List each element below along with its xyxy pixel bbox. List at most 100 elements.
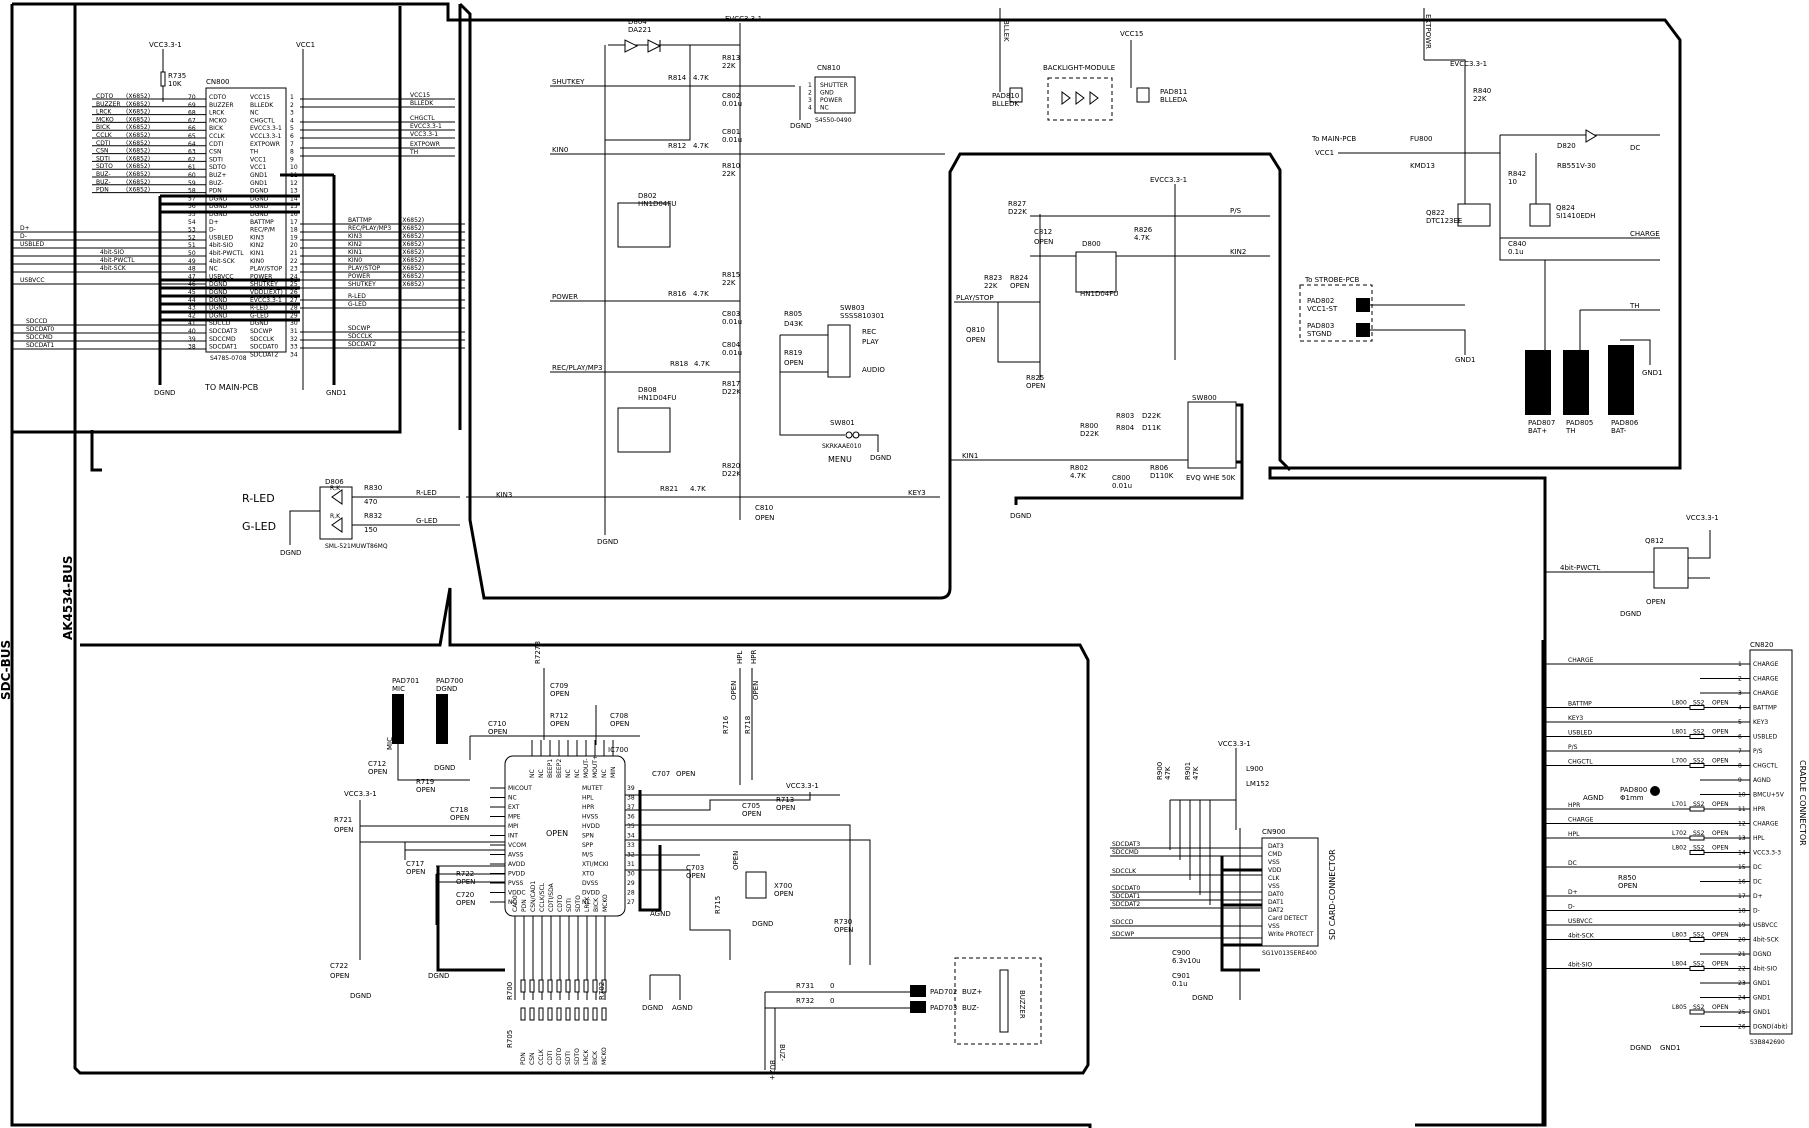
cn800-pin-left: BUZ+	[209, 172, 227, 179]
cn800-pin-left: NC	[209, 266, 218, 273]
cn800-sd-net: SDCDAT0	[26, 326, 54, 333]
cn800-pin-num-right: 17	[290, 219, 298, 226]
pad802-ref: PAD802	[1307, 297, 1334, 305]
cn800-pin-left: CSN	[209, 149, 222, 156]
kin1-net: KIN1	[962, 452, 978, 460]
d802-ref: D802	[638, 192, 657, 200]
cn820-net: BATTMP	[1568, 701, 1592, 708]
pad806-name: BAT-	[1611, 427, 1627, 435]
cn800-net-left-2: D+	[20, 225, 30, 232]
cn800-pin-right: VCC1	[250, 164, 266, 171]
cn810-pin-num: 1	[808, 82, 812, 89]
gnd1-battery: GND1	[1642, 369, 1663, 377]
cn900-ref: CN900	[1262, 828, 1286, 836]
cn810-pin: NC	[820, 105, 829, 112]
sw800-ref: SW800	[1192, 394, 1217, 402]
cn800-net-right-2: PLAY/STOP	[348, 265, 381, 272]
cn800-pin-left: SDCCD	[209, 320, 231, 327]
cn800-net-right-2: KIN0	[348, 257, 362, 264]
cn800-pin-right: KIN3	[250, 234, 264, 241]
cn820-pin: USBVCC	[1753, 922, 1778, 929]
r820-val: D22K	[722, 470, 741, 478]
xbus-tag: (X6852)	[126, 163, 150, 170]
cn820-pin: KEY3	[1753, 719, 1768, 726]
ic700-pin-bottom: MCKO	[602, 894, 609, 912]
inductor-val: OPEN	[1712, 845, 1729, 852]
cn800-pin-num-right: 13	[290, 188, 298, 195]
d820-part: RB551V-30	[1557, 162, 1596, 170]
r825-ref: R825	[1026, 374, 1044, 382]
ic700-pin-left: MPE	[508, 814, 521, 821]
xbus-tag: (X6852)	[126, 155, 150, 162]
cn820-pin: 4bit-SCK	[1753, 937, 1780, 944]
dgnd-led: DGND	[280, 549, 301, 557]
cn800-pin-left: DGND	[209, 305, 228, 312]
cn820-net: CHARGE	[1568, 657, 1594, 664]
playstop-net: PLAY/STOP	[956, 294, 994, 302]
cn800-net-left-2: D-	[20, 233, 27, 240]
cn820-pin: AGND	[1753, 777, 1771, 784]
c712-ref: C712	[368, 760, 386, 768]
ic700-pin-right: DVSS	[582, 880, 598, 887]
cn820-pin: CHARGE	[1753, 690, 1779, 697]
xbus-tag: (X6852)	[126, 132, 150, 139]
buzp-net: BUZ+	[768, 1060, 776, 1081]
cn800-to-main: TO MAIN-PCB	[204, 383, 258, 392]
resistor	[1689, 835, 1705, 841]
cn800-pin-right: SDCDAT0	[250, 344, 278, 351]
ic700-pin-bottom: CDTI/SDA	[548, 882, 555, 912]
r840-val: 22K	[1473, 95, 1487, 103]
cn800-pin-num-right: 34	[290, 351, 298, 358]
r813-ref: R813	[722, 54, 740, 62]
strobe-label: To STROBE-PCB	[1304, 276, 1360, 284]
vcc15-label: VCC15	[1120, 30, 1143, 38]
r731-ref: R731	[796, 982, 814, 990]
r823-ref: R823	[984, 274, 1002, 282]
r-led-label: R-LED	[242, 492, 275, 505]
cn800-pin-num-right: 33	[290, 344, 298, 351]
agnd-codec: AGND	[650, 910, 671, 918]
cn800-pin-left: D+	[209, 219, 219, 226]
cn820-pin: HPR	[1753, 806, 1765, 813]
cn800-pin-left: USBLED	[209, 234, 233, 241]
cn800-pin-num-left: 56	[188, 203, 196, 210]
ic700-pin-left: PVSS	[508, 880, 524, 887]
vcc-codec: VCC3.3-1	[344, 790, 377, 798]
cn800-pin-left: SDCDAT3	[209, 328, 237, 335]
r732-ref: R732	[796, 997, 814, 1005]
r826-ref: R826	[1134, 226, 1153, 234]
ak4534-bus-label: AK4534-BUS	[61, 556, 75, 641]
r719-ref: R719	[416, 778, 434, 786]
cn810-pin: POWER	[820, 97, 842, 104]
cn820-pin: VCC3.3-3	[1753, 850, 1781, 857]
cn800-pin-num-left: 61	[188, 164, 196, 171]
cn800-pin-num-left: 66	[188, 125, 196, 132]
cn800-net-left-2: USBLED	[20, 241, 44, 248]
inductor-part: SS2	[1693, 932, 1705, 939]
r732-val: 0	[830, 997, 834, 1005]
cn820-pin: GND1	[1753, 980, 1771, 987]
cn810-ref: CN810	[817, 64, 841, 72]
charge-net: CHARGE	[1630, 230, 1660, 238]
inductor-ref: L803	[1672, 932, 1687, 939]
cn800-pin-num-left: 41	[188, 320, 196, 327]
r821-val: 4.7K	[690, 485, 706, 493]
buzp-label: BUZ+	[962, 988, 983, 996]
resistor	[547, 1007, 553, 1021]
c801-val: 0.01u	[722, 136, 742, 144]
cn820-pin: DC	[1753, 879, 1762, 886]
r700-ref: R700	[506, 982, 514, 1000]
cn800-pin-left: DGND	[209, 203, 228, 210]
cn800-pin-num-left: 45	[188, 289, 196, 296]
cn800-pin-num-left: 67	[188, 117, 196, 124]
cn800-pin-right: PLAY/STOP	[250, 266, 283, 273]
c709-ref: C709	[550, 682, 568, 690]
cn800-pin-right: GND1	[250, 172, 268, 179]
cn800-pin-num-right: 5	[290, 125, 294, 132]
sw803-part: SSSS810301	[840, 312, 885, 320]
cradle-block: VCC3.3-1 Q812 OPEN 4bit-PWCTL DGND CN820…	[1545, 514, 1807, 1052]
r713-val: OPEN	[776, 804, 795, 812]
dgnd-pad700: DGND	[434, 764, 455, 772]
r721-ref: R721	[334, 816, 352, 824]
cn800-net-left-2: USBVCC	[20, 277, 45, 284]
